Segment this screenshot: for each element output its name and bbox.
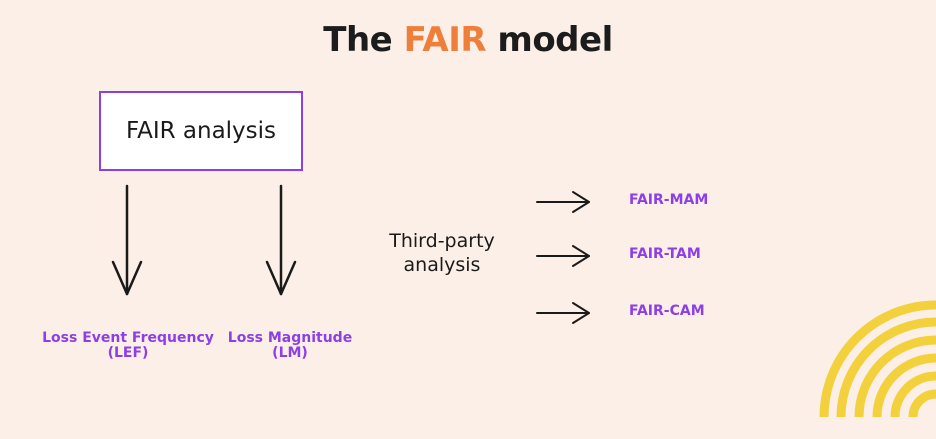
arrow-down-lef [113,186,141,294]
arrow-right-tam [537,246,589,266]
decorative-arcs [824,305,936,417]
lef-line1: Loss Event Frequency [40,331,216,346]
arrow-right-cam [537,303,589,323]
third-party-line1: Third-party [376,229,508,253]
arrow-down-lm [267,186,295,294]
fair-cam-label: FAIR-CAM [629,303,749,319]
loss-event-frequency-label: Loss Event Frequency (LEF) [40,331,216,361]
lm-line1: Loss Magnitude [224,331,356,346]
fair-mam-label: FAIR-MAM [629,192,749,208]
fair-tam-label: FAIR-TAM [629,246,749,262]
third-party-line2: analysis [376,253,508,277]
lef-line2: (LEF) [40,346,216,361]
loss-magnitude-label: Loss Magnitude (LM) [224,331,356,361]
third-party-analysis-label: Third-party analysis [376,229,508,277]
arrow-right-mam [537,192,589,212]
lm-line2: (LM) [224,346,356,361]
